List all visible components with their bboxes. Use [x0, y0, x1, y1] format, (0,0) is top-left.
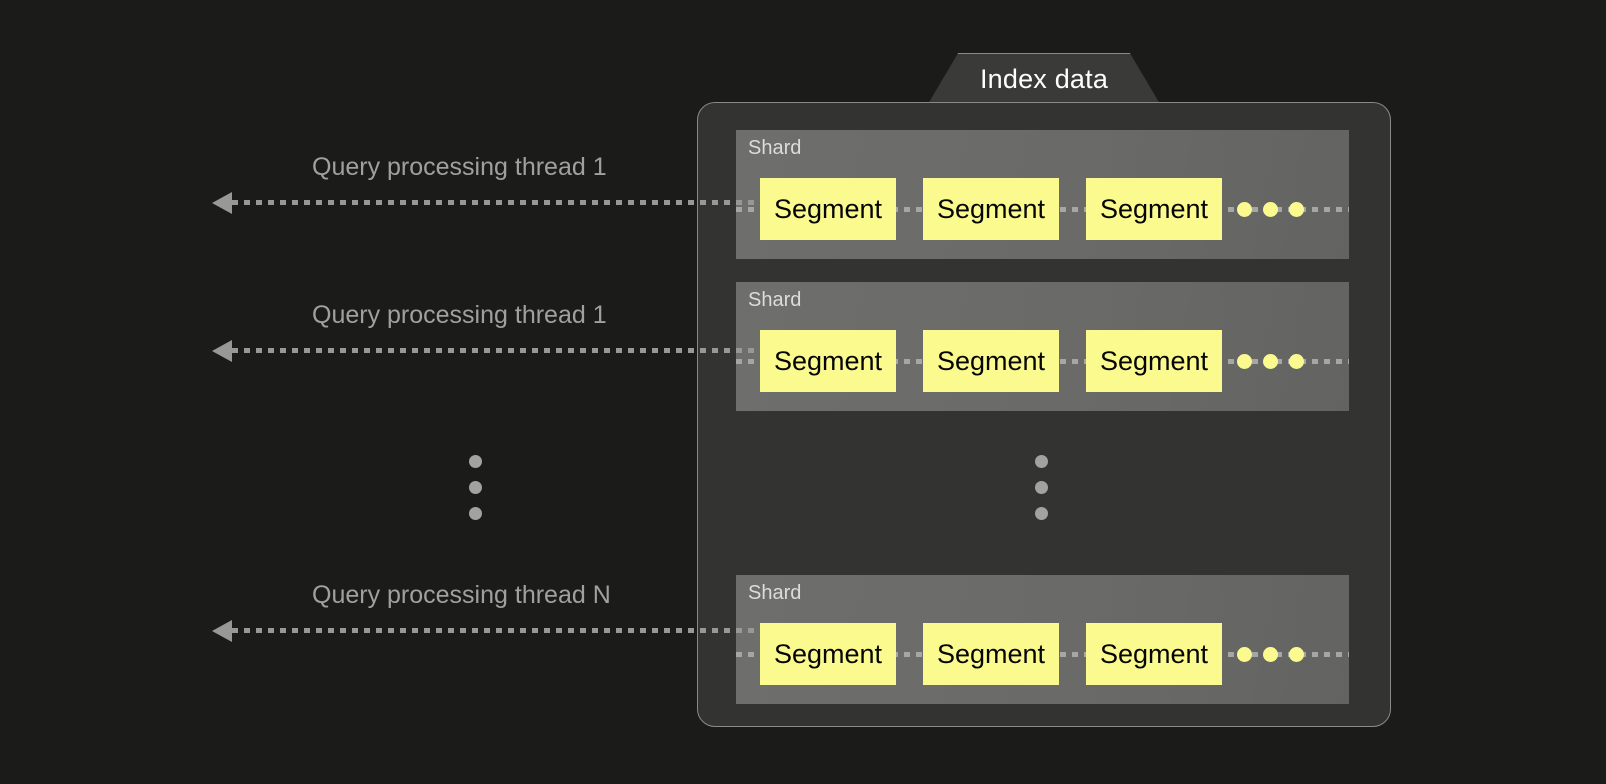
query-thread-row-1: Query processing thread 1	[212, 153, 757, 226]
segment-label-1-1: Segment	[773, 194, 883, 224]
shard-box-1: Shard Segment Segment Segment	[736, 130, 1349, 259]
shard-ellipsis-dot-2	[1035, 481, 1048, 494]
shard-box-3: Shard Segment Segment Segment	[736, 575, 1349, 704]
thread-ellipsis-dot-1	[469, 455, 482, 468]
query-thread-row-2: Query processing thread 1	[212, 301, 757, 374]
segment-label-2-3: Segment	[1099, 346, 1209, 376]
segment-label-3-3: Segment	[1099, 639, 1209, 669]
thread-ellipsis-dot-3	[469, 507, 482, 520]
segment-box-2-3: Segment	[1086, 330, 1222, 392]
arrow-dotted-line-3	[232, 628, 757, 633]
segment-ellipsis-dot-3-1	[1237, 647, 1252, 662]
arrow-dotted-line-2	[232, 348, 757, 353]
segment-ellipsis-dot-3-3	[1289, 647, 1304, 662]
shard-box-2: Shard Segment Segment Segment	[736, 282, 1349, 411]
segment-box-3-2: Segment	[923, 623, 1059, 685]
shard-ellipsis-dot-1	[1035, 455, 1048, 468]
thread-ellipsis-dot-2	[469, 481, 482, 494]
segment-box-3-3: Segment	[1086, 623, 1222, 685]
arrow-left-icon-1	[212, 192, 232, 214]
shard-label-3: Shard	[748, 582, 802, 604]
segment-ellipsis-dot-2-1	[1237, 354, 1252, 369]
query-thread-label-1: Query processing thread 1	[312, 153, 607, 181]
arrow-left-icon-3	[212, 620, 232, 642]
segment-label-1-3: Segment	[1099, 194, 1209, 224]
shard-label-1: Shard	[748, 137, 802, 159]
segment-ellipsis-dot-1-2	[1263, 202, 1278, 217]
segment-box-2-2: Segment	[923, 330, 1059, 392]
shard-ellipsis-dot-3	[1035, 507, 1048, 520]
thread-ellipsis	[469, 455, 482, 533]
segment-ellipsis-dot-2-3	[1289, 354, 1304, 369]
segment-box-1-3: Segment	[1086, 178, 1222, 240]
segment-box-2-1: Segment	[760, 330, 896, 392]
index-data-tab	[928, 53, 1160, 104]
query-thread-label-3: Query processing thread N	[312, 581, 611, 609]
arrow-left-icon-2	[212, 340, 232, 362]
segment-box-3-1: Segment	[760, 623, 896, 685]
arrow-dotted-line-1	[232, 200, 757, 205]
query-thread-row-3: Query processing thread N	[212, 581, 757, 654]
segment-box-1-2: Segment	[923, 178, 1059, 240]
segment-ellipsis-dot-3-2	[1263, 647, 1278, 662]
segment-label-2-1: Segment	[773, 346, 883, 376]
query-thread-label-2: Query processing thread 1	[312, 301, 607, 329]
segment-label-3-2: Segment	[936, 639, 1046, 669]
segment-label-3-1: Segment	[773, 639, 883, 669]
segment-ellipsis-dot-2-2	[1263, 354, 1278, 369]
segment-label-2-2: Segment	[936, 346, 1046, 376]
shard-ellipsis	[1035, 455, 1048, 533]
segment-ellipsis-dot-1-3	[1289, 202, 1304, 217]
segment-box-1-1: Segment	[760, 178, 896, 240]
segment-label-1-2: Segment	[936, 194, 1046, 224]
segment-ellipsis-dot-1-1	[1237, 202, 1252, 217]
shard-label-2: Shard	[748, 289, 802, 311]
